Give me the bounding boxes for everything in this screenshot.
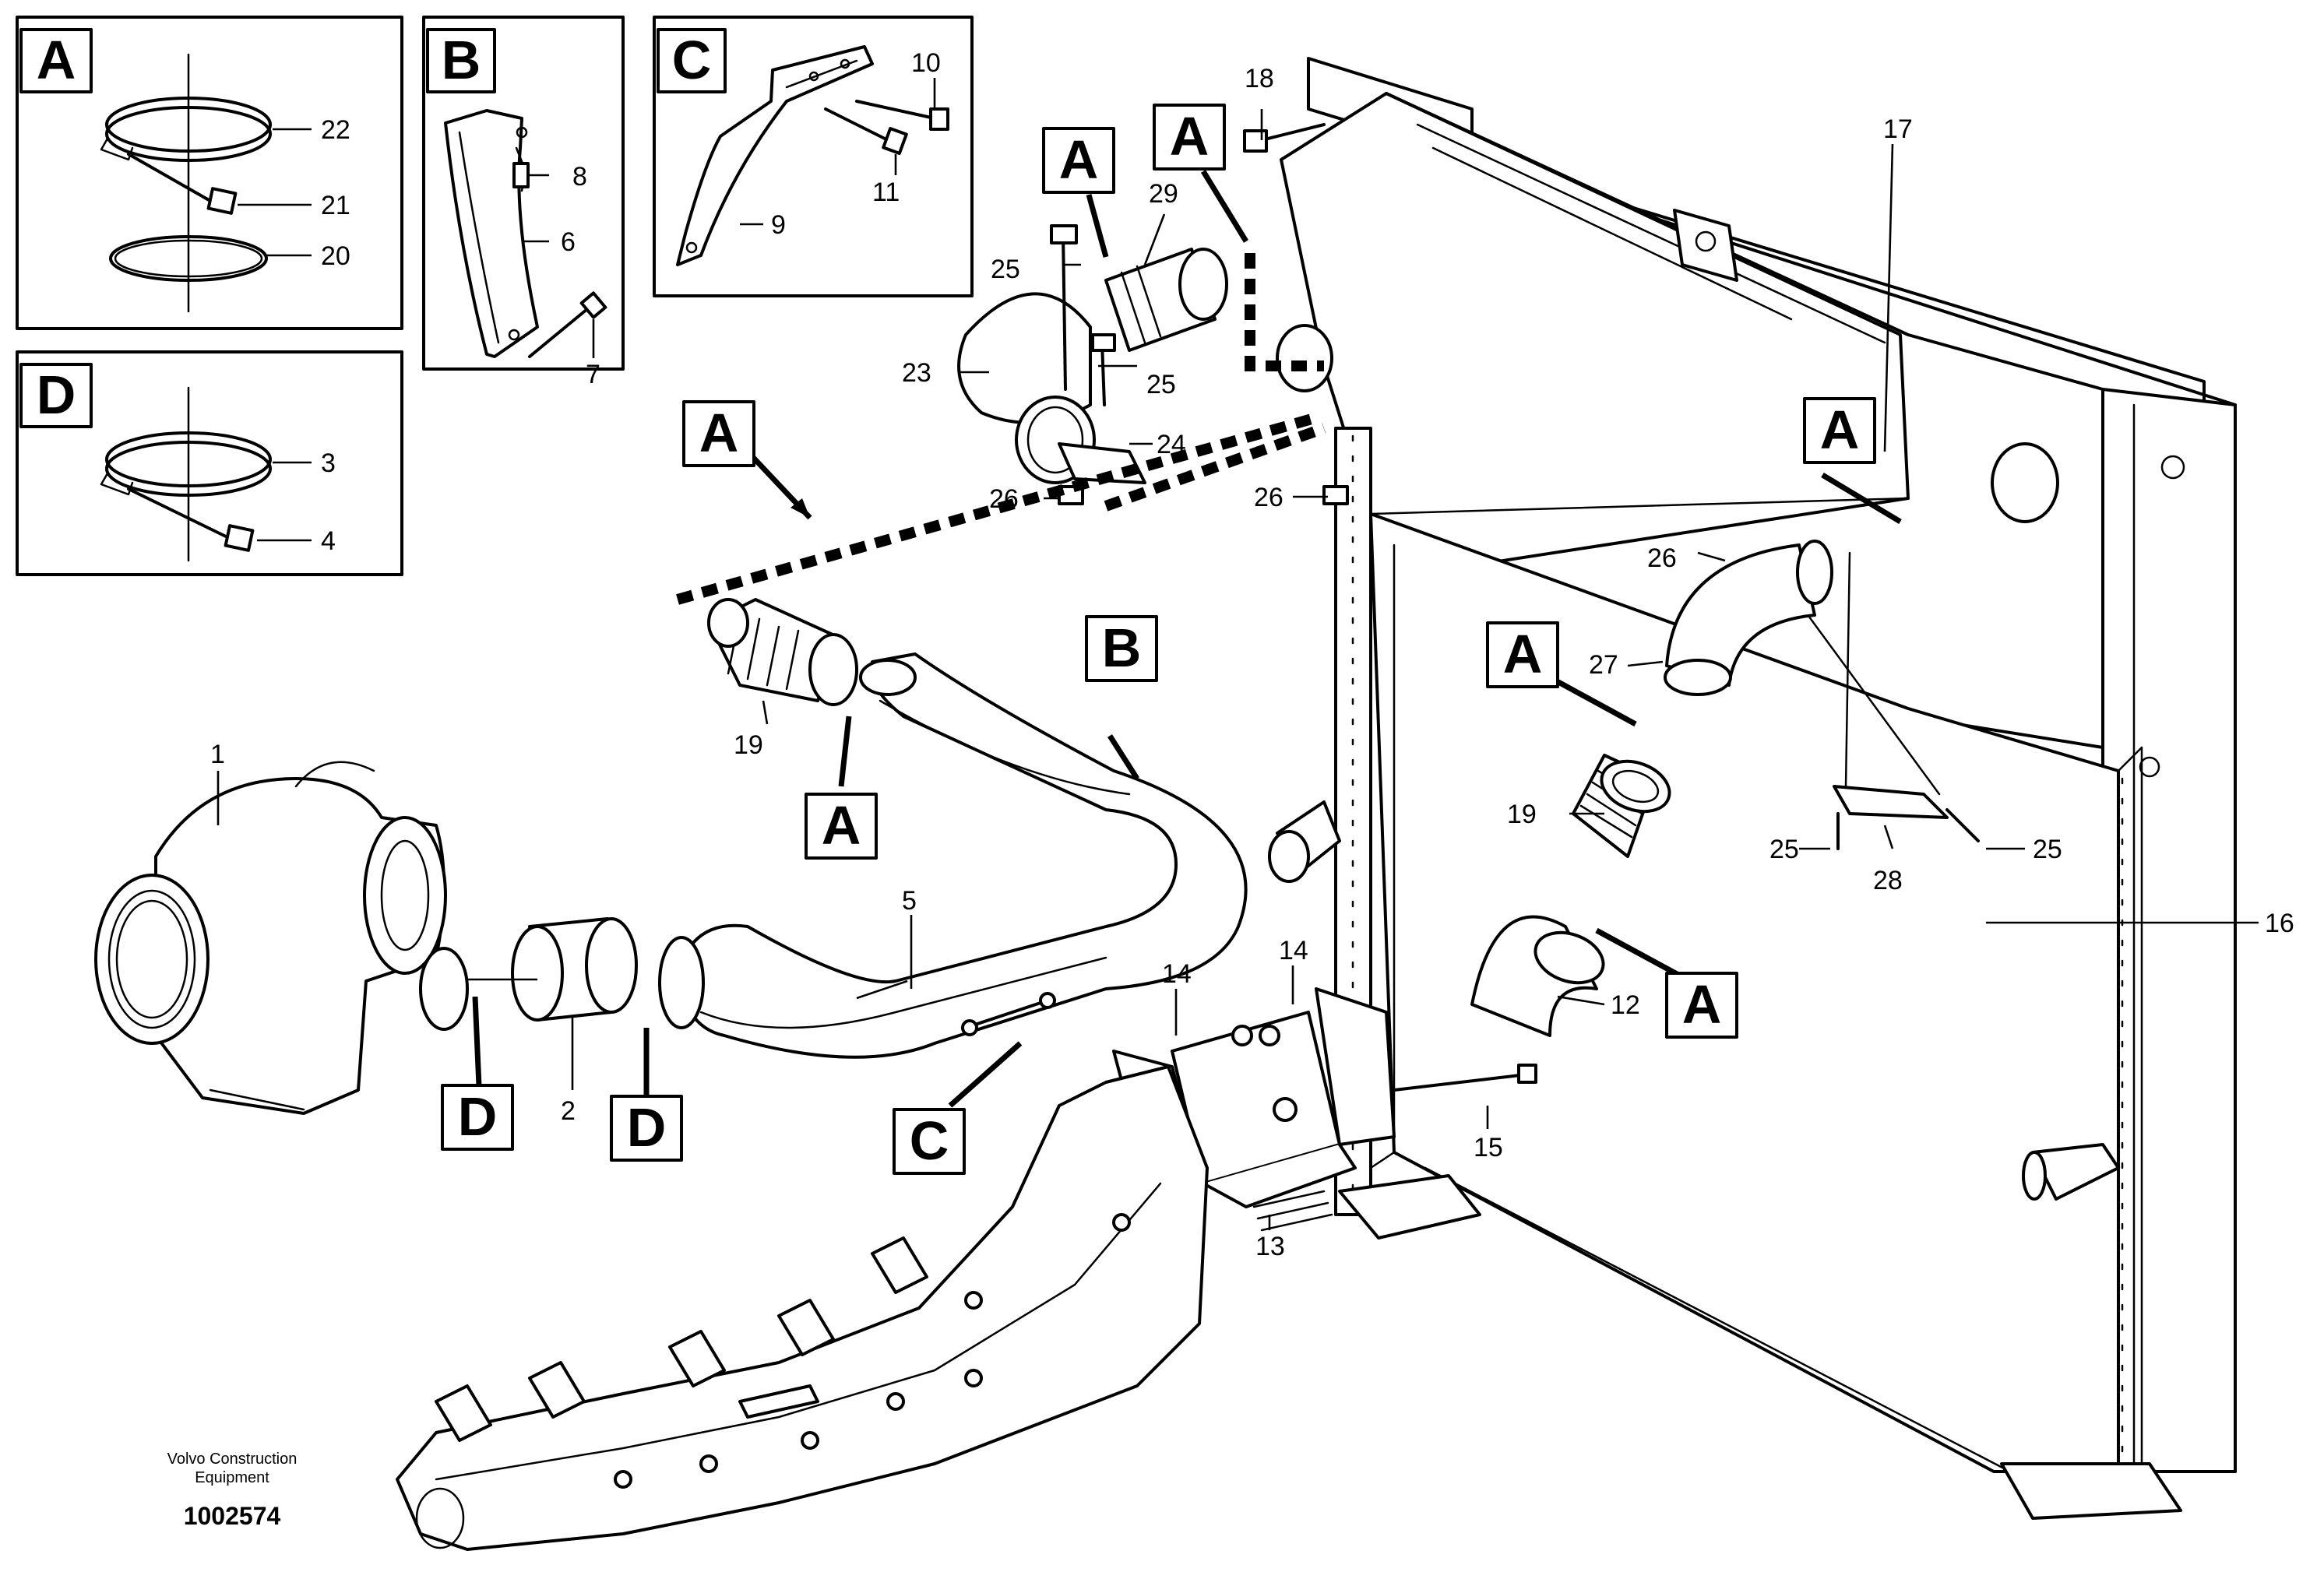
callout-a-4: A [805,793,878,860]
part-label-18: 18 [1245,64,1274,93]
svg-text:10: 10 [911,48,941,78]
svg-text:3: 3 [321,448,336,478]
svg-text:A: A [1170,106,1210,167]
svg-text:A: A [37,30,76,90]
part-label-26a: 26 [989,484,1019,514]
callout-b: B [1085,615,1158,682]
document-number: 1002574 [184,1502,281,1530]
part-label-25c: 25 [1769,835,1799,864]
svg-text:A: A [699,403,739,463]
footer: Volvo Construction Equipment 1002574 [167,1451,298,1530]
svg-text:9: 9 [771,210,786,240]
svg-text:20: 20 [321,241,350,271]
detail-box-b: B 8 6 7 [422,16,625,389]
part-label-25d: 25 [2033,835,2062,864]
part-label-27: 27 [1589,650,1618,680]
callout-d-1: D [441,1084,514,1151]
bellows-19-right [1572,754,1671,858]
company-name-line2: Equipment [195,1469,269,1486]
svg-text:C: C [910,1110,949,1171]
detail-box-c: C 10 11 9 [653,16,974,297]
sleeve-2 [511,917,638,1022]
part-label-1: 1 [210,740,225,769]
part-numbers: 1 2 5 12 13 14 14 15 16 17 18 19 19 23 2… [210,64,2294,1261]
part-label-14b: 14 [1162,959,1192,989]
callout-a-6: A [1486,621,1559,688]
part-label-19a: 19 [734,730,763,760]
part-label-12: 12 [1611,990,1640,1020]
svg-text:A: A [822,795,861,856]
svg-text:7: 7 [586,360,600,389]
bolt-21 [127,153,238,215]
part-label-29: 29 [1149,179,1178,209]
turbocharger [94,761,469,1115]
radiator-assembly [1243,57,2237,1520]
svg-text:C: C [672,30,712,90]
svg-text:A: A [1059,129,1099,190]
part-label-26b: 26 [1254,483,1283,512]
part-label-5: 5 [902,886,917,916]
callout-a-7: A [1665,972,1738,1039]
bellows-19-left [707,598,858,706]
bolts-25-26-top [1050,224,1349,505]
svg-text:D: D [37,364,76,425]
callout-a-2: A [1042,127,1115,194]
callout-a-5: A [1803,397,1876,464]
part-label-15: 15 [1474,1133,1503,1162]
part-label-16: 16 [2265,909,2294,938]
pipe-27 [1664,540,1833,696]
part-label-13: 13 [1255,1232,1285,1261]
callout-a-1: A [682,400,755,467]
svg-text:22: 22 [321,115,350,145]
dashed-connection-lines [676,253,1326,605]
part-label-19b: 19 [1507,800,1537,829]
svg-text:B: B [1102,617,1142,678]
callout-d-2: D [610,1095,683,1162]
svg-text:A: A [1820,399,1860,460]
svg-text:D: D [458,1086,498,1147]
svg-text:4: 4 [321,526,336,556]
callout-c: C [893,1108,966,1175]
part-label-28: 28 [1873,866,1903,895]
svg-text:6: 6 [561,227,576,257]
detail-box-d: D 3 4 [16,350,403,576]
part-label-14a: 14 [1279,936,1308,965]
svg-text:D: D [627,1097,667,1158]
callout-pointers [472,170,1902,1108]
part-label-24: 24 [1157,430,1186,459]
svg-text:11: 11 [872,178,900,207]
svg-text:B: B [442,30,481,90]
svg-text:21: 21 [321,191,350,220]
detail-box-a: A 22 21 20 [16,16,403,330]
part-label-25b: 25 [1146,370,1176,399]
leader-lines [217,109,2259,1230]
callout-a-3: A [1153,104,1226,171]
sleeve-29 [1104,248,1228,352]
pipe-5 [658,652,1248,1059]
part-label-17: 17 [1883,114,1913,144]
svg-text:8: 8 [572,162,587,192]
elbow-23 [957,292,1096,484]
company-name-line1: Volvo Construction [167,1451,298,1468]
part-label-26c: 26 [1647,543,1677,573]
intake-manifold [396,1065,1209,1551]
part-label-2: 2 [561,1096,576,1126]
pipe-12 [1470,915,1605,1037]
svg-text:A: A [1682,974,1722,1035]
part-label-23: 23 [902,358,931,388]
svg-text:A: A [1503,624,1543,684]
part-label-25a: 25 [991,255,1020,284]
